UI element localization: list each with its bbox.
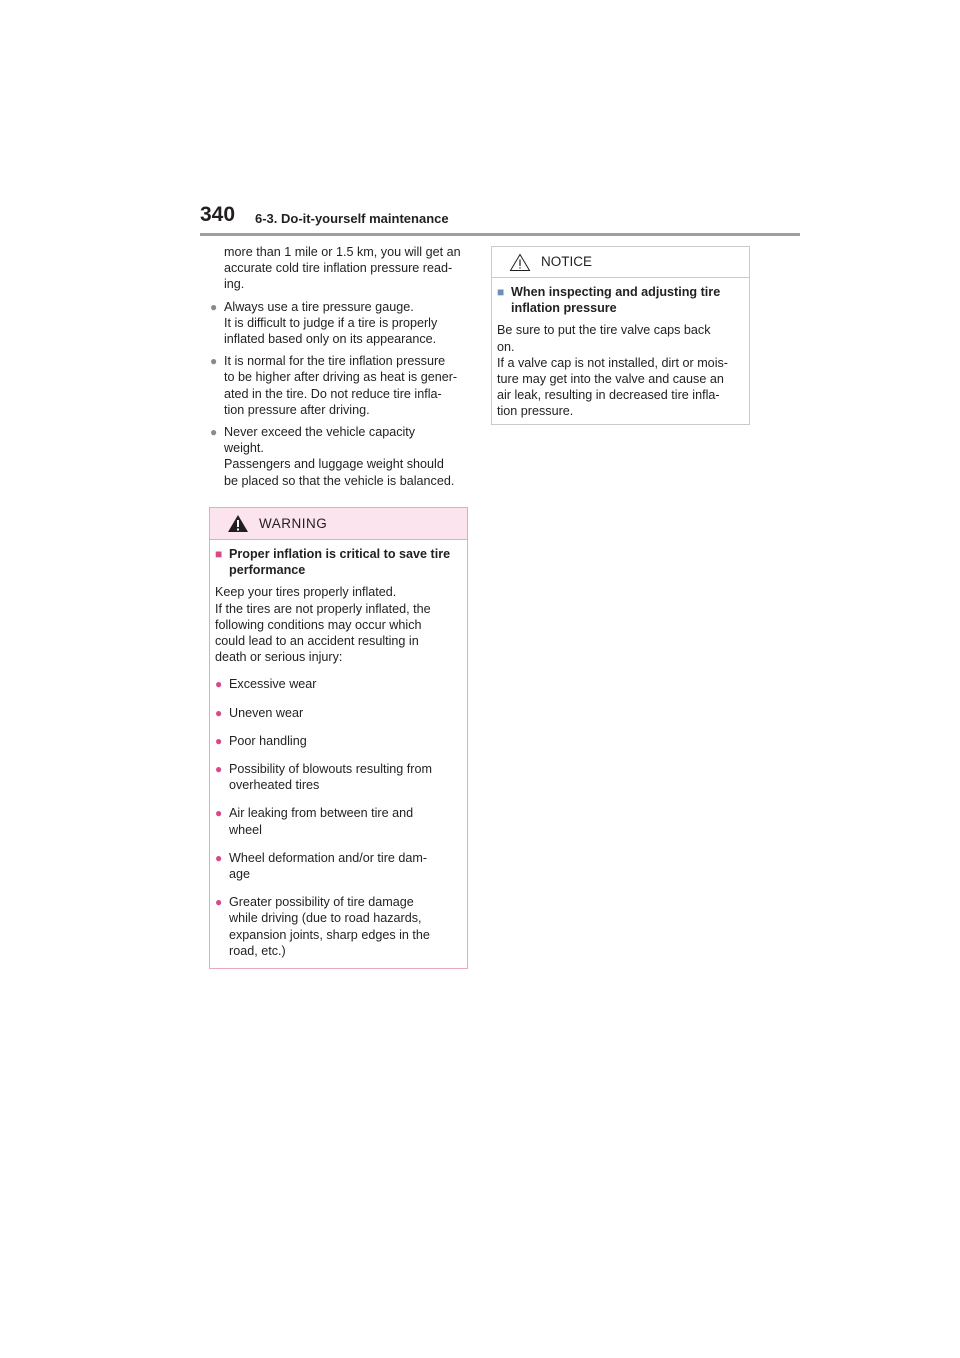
text-line: inflation pressure: [511, 301, 617, 316]
text-line: Air leaking from between tire and: [229, 806, 414, 821]
text-line: Uneven wear: [229, 705, 304, 720]
text-line: wheel: [229, 822, 262, 837]
text-line: inflated based only on its appearance.: [224, 332, 437, 347]
list-item: ● Always use a tire pressure gauge. It i…: [210, 299, 472, 348]
text-line: accurate cold tire inflation pressure re…: [224, 261, 453, 276]
text-line: weight.: [224, 441, 264, 456]
bullet-icon: ●: [215, 850, 223, 865]
list-item: ● It is normal for the tire inflation pr…: [210, 353, 472, 418]
header-rule: [200, 233, 800, 236]
page-number: 340: [200, 203, 236, 226]
bullet-icon: ●: [215, 677, 223, 692]
bullet-icon: ●: [215, 895, 223, 910]
text-line: death or serious injury:: [215, 650, 343, 665]
warning-triangle-icon: [227, 514, 249, 537]
text-line: Possibility of blowouts resulting from: [229, 762, 432, 777]
list-item: ● Poor handling: [215, 733, 461, 749]
text-line: Be sure to put the tire valve caps back: [497, 323, 711, 338]
text-line: Wheel deformation and/or tire dam-: [229, 850, 428, 865]
notice-body: Be sure to put the tire valve caps back …: [497, 322, 743, 419]
text-line: Keep your tires properly inflated.: [215, 585, 397, 600]
text-line: If the tires are not properly inflated, …: [215, 601, 431, 616]
bullet-icon: ●: [215, 733, 223, 748]
text-line: could lead to an accident resulting in: [215, 634, 419, 649]
text-line: air leak, resulting in decreased tire in…: [497, 388, 720, 403]
text-line: to be higher after driving as heat is ge…: [224, 370, 458, 385]
text-line: When inspecting and adjusting tire: [511, 285, 721, 299]
left-column: more than 1 mile or 1.5 km, you will get…: [210, 244, 472, 495]
warning-box: WARNING ■ Proper inflation is critical t…: [209, 507, 468, 969]
warning-title: WARNING: [259, 516, 328, 531]
page-header: 340 6-3. Do-it-yourself maintenance: [200, 203, 800, 235]
text-line: overheated tires: [229, 778, 320, 793]
text-line: If a valve cap is not installed, dirt or…: [497, 355, 728, 370]
warning-intro: Keep your tires properly inflated. If th…: [215, 584, 461, 665]
continuation-text: more than 1 mile or 1.5 km, you will get…: [210, 244, 472, 293]
text-line: be placed so that the vehicle is balance…: [224, 473, 455, 488]
warning-header: WARNING: [210, 508, 467, 540]
list-item: ● Possibility of blowouts resulting from…: [215, 761, 461, 793]
square-bullet-icon: ■: [497, 285, 505, 299]
text-line: Greater possibility of tire damage: [229, 895, 414, 910]
bullet-icon: ●: [210, 299, 218, 314]
text-line: tion pressure.: [497, 404, 574, 419]
list-item: ● Wheel deformation and/or tire dam- age: [215, 850, 461, 882]
text-line: tion pressure after driving.: [224, 402, 370, 417]
text-line: Proper inflation is critical to save tir…: [229, 547, 451, 561]
notice-heading: ■ When inspecting and adjusting tire inf…: [497, 284, 743, 316]
list-item: ● Uneven wear: [215, 705, 461, 721]
text-line: on.: [497, 339, 515, 354]
list-item: ● Greater possibility of tire damage whi…: [215, 894, 461, 959]
bullet-icon: ●: [210, 425, 218, 440]
square-bullet-icon: ■: [215, 547, 223, 561]
text-line: expansion joints, sharp edges in the: [229, 927, 430, 942]
bullet-icon: ●: [215, 762, 223, 777]
text-line: ing.: [224, 277, 245, 292]
text-line: ated in the tire. Do not reduce tire inf…: [224, 386, 442, 401]
bullet-icon: ●: [210, 354, 218, 369]
list-item: ● Excessive wear: [215, 676, 461, 692]
text-line: Passengers and luggage weight should: [224, 457, 444, 472]
text-line: ture may get into the valve and cause an: [497, 372, 724, 387]
caution-triangle-icon: [509, 253, 531, 276]
text-line: while driving (due to road hazards,: [229, 911, 422, 926]
bullet-icon: ●: [215, 806, 223, 821]
text-line: Excessive wear: [229, 677, 317, 692]
text-line: Always use a tire pressure gauge.: [224, 299, 414, 314]
list-item: ● Air leaking from between tire and whee…: [215, 805, 461, 837]
text-line: following conditions may occur which: [215, 617, 422, 632]
text-line: age: [229, 867, 251, 882]
text-line: Poor handling: [229, 733, 307, 748]
text-line: more than 1 mile or 1.5 km, you will get…: [224, 245, 461, 259]
notice-header: NOTICE: [492, 247, 749, 278]
section-title: 6-3. Do-it-yourself maintenance: [255, 211, 449, 226]
warning-heading: ■ Proper inflation is critical to save t…: [215, 546, 461, 578]
bullet-icon: ●: [215, 705, 223, 720]
notice-title: NOTICE: [541, 254, 593, 269]
text-line: It is difficult to judge if a tire is pr…: [224, 315, 438, 330]
text-line: performance: [229, 563, 306, 578]
list-item: ● Never exceed the vehicle capacity weig…: [210, 424, 472, 489]
text-line: Never exceed the vehicle capacity: [224, 425, 416, 440]
notice-box: NOTICE ■ When inspecting and adjusting t…: [491, 246, 750, 425]
text-line: It is normal for the tire inflation pres…: [224, 354, 446, 369]
text-line: road, etc.): [229, 943, 286, 958]
